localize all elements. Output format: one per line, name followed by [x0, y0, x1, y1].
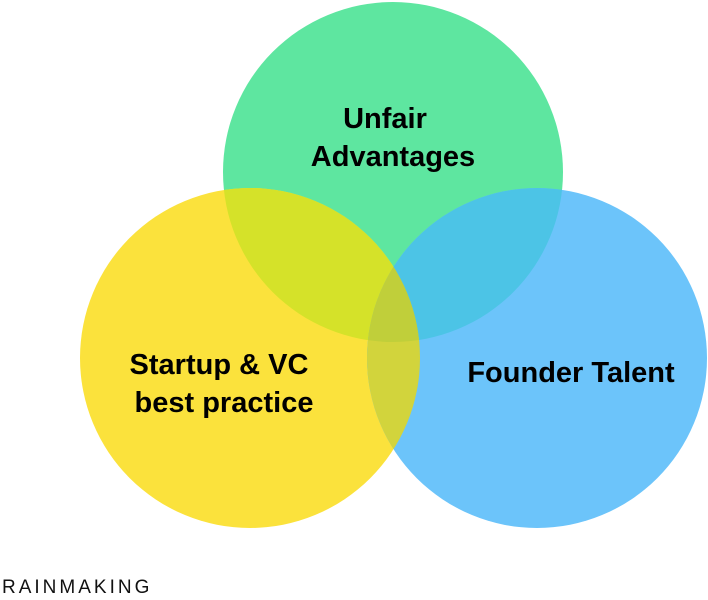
brand-logo-text: RAINMAKING	[2, 577, 153, 598]
unfair-advantages-label: Unfair Advantages	[311, 103, 475, 173]
startup-vc-label: Startup & VC best practice	[130, 349, 317, 419]
founder-talent-label-line: Founder Talent	[467, 357, 675, 389]
unfair-advantages-label-line: Advantages	[311, 141, 475, 173]
overlap-unfair-startup	[223, 188, 420, 342]
founder-talent-label: Founder Talent	[467, 357, 675, 389]
overlap-unfair-founder	[367, 188, 563, 342]
startup-vc-label-line: Startup & VC	[130, 349, 309, 381]
unfair-advantages-label-line: Unfair	[343, 103, 427, 135]
startup-vc-label-line: best practice	[135, 387, 314, 419]
